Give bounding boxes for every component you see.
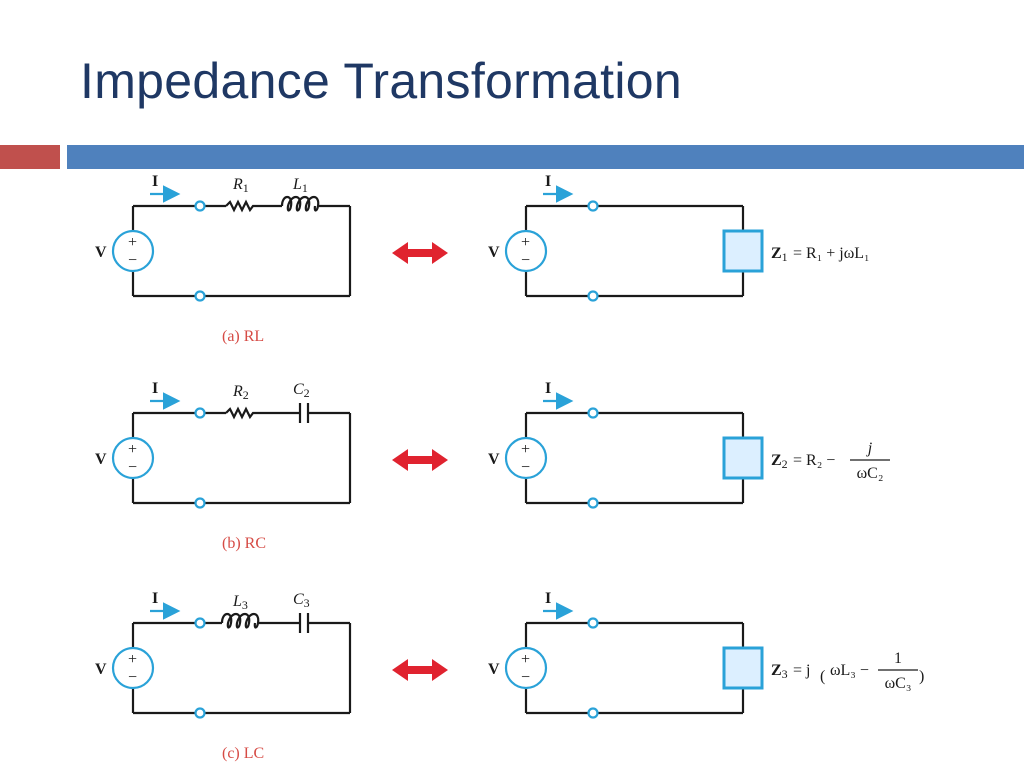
terminal-icon: [587, 617, 599, 629]
current-label: I: [545, 590, 551, 607]
source-minus-sign: −: [521, 459, 530, 476]
accent-bar-blue: [67, 145, 1024, 169]
source-plus-sign: +: [128, 651, 137, 668]
source-minus-sign: −: [128, 669, 137, 686]
right-paren: ): [919, 668, 924, 685]
terminal-icon: [194, 290, 206, 302]
left-paren: (: [820, 668, 825, 685]
terminal-icon: [194, 707, 206, 719]
impedance-equation-lhs: Z2: [771, 452, 788, 471]
source-minus-sign: −: [521, 252, 530, 269]
terminal-icon: [194, 407, 206, 419]
source-plus-sign: +: [128, 441, 137, 458]
inductor-label: L3: [232, 593, 248, 612]
terminal-icon: [587, 707, 599, 719]
left-circuit: +− V I R1 L1: [95, 173, 352, 302]
resistor-label: R1: [232, 176, 249, 195]
source-plus-sign: +: [521, 441, 530, 458]
terminal-icon: [194, 200, 206, 212]
panel-caption: (c) LC: [222, 745, 264, 762]
current-label: I: [545, 380, 551, 397]
inductor-symbol: [280, 195, 320, 212]
impedance-equation-lhs: Z3: [771, 662, 788, 681]
right-circuit: +− V I Z3 = j ( ωL₃ − 1 ωC₃): [488, 590, 924, 719]
current-label: I: [152, 590, 158, 607]
impedance-box-icon: [722, 436, 764, 480]
voltage-label: V: [488, 661, 500, 678]
panel-caption: (b) RC: [222, 535, 266, 552]
voltage-source-icon: [111, 229, 155, 273]
resistor-symbol: [225, 199, 256, 213]
resistor-label: R2: [232, 383, 249, 402]
fraction-numerator: j: [866, 440, 873, 457]
impedance-box-icon: [722, 229, 764, 273]
accent-bar-red: [0, 145, 60, 169]
inductor-label: L1: [292, 176, 308, 195]
terminal-icon: [587, 497, 599, 509]
right-circuit: +− V I Z1 = R₁ + jωL₁: [488, 173, 870, 302]
slide-title: Impedance Transformation: [80, 53, 682, 109]
left-circuit: +− V I L3 C3: [95, 590, 352, 719]
voltage-label: V: [95, 451, 107, 468]
voltage-source-icon: [504, 229, 548, 273]
source-plus-sign: +: [128, 234, 137, 251]
right-circuit: +− V I Z2 = R₂ − j ωC₂: [488, 380, 890, 509]
voltage-source-icon: [111, 646, 155, 690]
voltage-source-icon: [504, 646, 548, 690]
fraction-denominator: ωC₃: [885, 675, 912, 692]
left-circuit: +− V I R2 C2: [95, 380, 352, 509]
impedance-equation-inner: ωL₃ −: [830, 662, 869, 679]
voltage-source-icon: [111, 436, 155, 480]
source-plus-sign: +: [521, 651, 530, 668]
resistor-symbol: [225, 406, 256, 420]
impedance-equation-rhs: = R₂ −: [793, 452, 835, 469]
capacitor-label: C2: [293, 381, 310, 400]
source-minus-sign: −: [128, 459, 137, 476]
impedance-equation-lhs: Z1: [771, 245, 788, 264]
impedance-box-icon: [722, 646, 764, 690]
source-minus-sign: −: [521, 669, 530, 686]
terminal-icon: [194, 497, 206, 509]
source-plus-sign: +: [521, 234, 530, 251]
terminal-icon: [194, 617, 206, 629]
terminal-icon: [587, 407, 599, 419]
source-minus-sign: −: [128, 252, 137, 269]
voltage-label: V: [488, 451, 500, 468]
current-label: I: [152, 380, 158, 397]
impedance-equation-rhs: = R₁ + jωL₁: [793, 245, 870, 262]
voltage-label: V: [488, 244, 500, 261]
fraction-denominator: ωC₂: [857, 465, 884, 482]
inductor-symbol: [220, 612, 260, 629]
voltage-label: V: [95, 661, 107, 678]
current-label: I: [152, 173, 158, 190]
impedance-equation-rhs: = j: [793, 662, 810, 679]
voltage-label: V: [95, 244, 107, 261]
equivalence-arrow-icon: [392, 449, 448, 471]
terminal-icon: [587, 200, 599, 212]
equivalence-arrow-icon: [392, 659, 448, 681]
fraction-numerator: 1: [894, 650, 902, 667]
voltage-source-icon: [504, 436, 548, 480]
current-label: I: [545, 173, 551, 190]
terminal-icon: [587, 290, 599, 302]
capacitor-label: C3: [293, 591, 310, 610]
equivalence-arrow-icon: [392, 242, 448, 264]
panel-caption: (a) RL: [222, 328, 264, 345]
